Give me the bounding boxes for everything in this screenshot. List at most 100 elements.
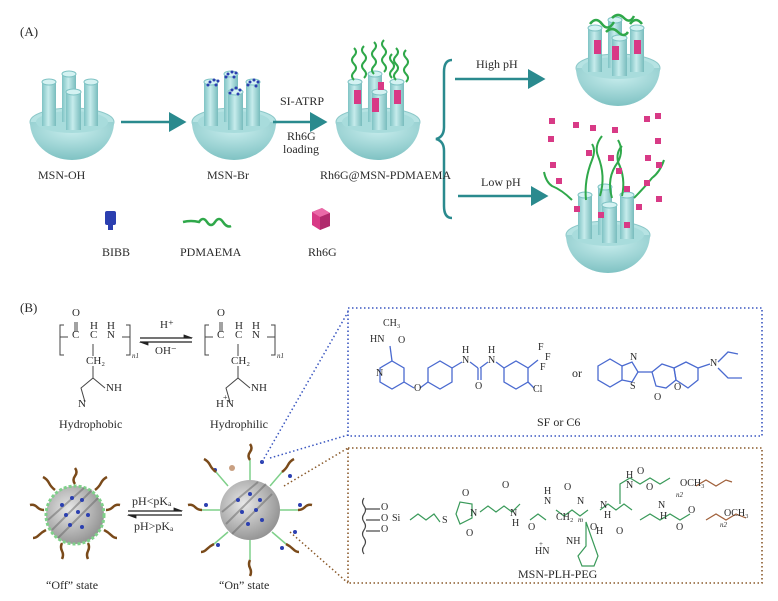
atom-h-plus: H <box>216 398 224 410</box>
legend-label-bibb: BIBB <box>102 245 131 259</box>
ph-equilibrium-arrows <box>126 507 184 519</box>
atom-n: N <box>626 480 634 491</box>
atom-h: H <box>252 320 260 332</box>
atom-s: S <box>442 515 448 526</box>
repeat-subscript: n1 <box>132 352 139 360</box>
rh6g-loading-line2: loading <box>283 142 319 156</box>
polymer-box-border <box>347 447 763 584</box>
atom-o: O <box>466 528 474 539</box>
atom-n: N <box>630 352 638 363</box>
atom-n: N <box>252 329 260 341</box>
atom-n: N <box>107 329 115 341</box>
atom-cl: Cl <box>533 384 543 395</box>
released-dye-cubes <box>548 113 662 228</box>
atom-f: F <box>540 362 546 373</box>
atom-n-ring: N <box>78 398 86 410</box>
atom-o: O <box>688 505 696 516</box>
group-och3: OCH₃ <box>680 478 705 489</box>
drug-box-border <box>347 307 763 437</box>
atom-o-ether: O <box>414 383 422 394</box>
atom-o: O <box>398 335 406 346</box>
monomer-right-structure <box>204 322 276 403</box>
panel-b-tag: (B) <box>20 300 38 315</box>
stage-label-msn-br: MSN-Br <box>207 168 250 182</box>
legend-label-rh6g: Rh6G <box>308 245 337 259</box>
atom-nh: NH <box>106 382 122 394</box>
atom-n: N <box>544 496 552 507</box>
sorafenib-structure <box>379 345 539 390</box>
atom-n: N <box>462 355 470 366</box>
low-ph-label: Low pH <box>481 175 521 189</box>
zoom-connectors <box>261 311 349 584</box>
atom-o: O <box>381 524 389 535</box>
plus-charge: + <box>539 540 543 548</box>
bibb-initiator-icon <box>105 211 116 230</box>
rh6g-loading-line1: Rh6G <box>287 129 316 143</box>
rh6g-msn-pdmaema-particle <box>335 39 421 161</box>
atom-nh: NH <box>566 536 581 547</box>
atom-nh: NH <box>251 382 267 394</box>
atom-h: H <box>604 510 612 521</box>
group-ch2: CH₂ <box>231 355 251 367</box>
atom-f: F <box>538 342 544 353</box>
equilibrium-bottom-label: OH⁻ <box>155 345 177 357</box>
atom-h: H <box>660 511 668 522</box>
atom-h: H <box>235 320 243 332</box>
high-ph-particle <box>575 13 661 107</box>
atom-o: O <box>676 522 684 533</box>
off-state-nanoparticle <box>29 467 121 560</box>
atom-o: O <box>637 466 645 477</box>
si-atrp-label: SI-ATRP <box>280 94 325 108</box>
atom-o: O <box>564 482 572 493</box>
atom-h: H <box>107 320 115 332</box>
atom-hn: HN <box>370 334 385 345</box>
atom-o-urea: O <box>475 381 483 392</box>
plus-charge: + <box>223 393 228 402</box>
atom-c: C <box>217 329 225 341</box>
atom-o: O <box>217 307 225 319</box>
atom-o: O <box>72 307 80 319</box>
group-ch2: CH₂ <box>556 512 574 523</box>
atom-n-diethyl: N <box>710 358 718 369</box>
atom-h: H <box>544 486 552 497</box>
msn-plh-peg-label: MSN-PLH-PEG <box>518 567 598 581</box>
atom-o-ring: O <box>674 382 682 393</box>
on-state-label: “On” state <box>219 578 270 592</box>
atom-h: H <box>596 526 604 537</box>
atom-h: H <box>626 470 634 481</box>
panel-a-tag: (A) <box>20 24 39 39</box>
atom-n-maleimide: N <box>470 508 478 519</box>
atom-o: O <box>462 488 470 499</box>
repeat-n2: n2 <box>720 521 727 529</box>
atom-c: C <box>235 329 243 341</box>
atom-n: N <box>600 500 608 511</box>
ph-below-pka-label: pH<pKₐ <box>132 494 172 508</box>
atom-n-pyridine: N <box>376 368 384 379</box>
atom-ch3: CH₃ <box>383 318 401 329</box>
atom-s: S <box>630 381 636 392</box>
branch-brace <box>435 58 453 220</box>
stage-label-msn-oh: MSN-OH <box>38 168 86 182</box>
coumarin6-structure <box>597 351 742 389</box>
msn-br-particle <box>191 70 277 161</box>
atom-f: F <box>545 352 551 363</box>
on-state-nanoparticle <box>187 443 313 577</box>
atom-o: O <box>616 526 624 537</box>
hydrophilic-label: Hydrophilic <box>210 417 268 431</box>
hydrophobic-label: Hydrophobic <box>59 417 123 431</box>
stage-label-rh6g-msn-pdmaema: Rh6G@MSN-PDMAEMA <box>320 168 452 182</box>
atom-hn: HN <box>535 546 550 557</box>
repeat-m: m <box>578 516 584 524</box>
ph-above-pka-label: pH>pKₐ <box>134 519 174 533</box>
atom-h: H <box>90 320 98 332</box>
atom-o: O <box>528 522 536 533</box>
off-state-label: “Off” state <box>46 578 99 592</box>
sf-or-c6-label: SF or C6 <box>537 415 581 429</box>
atom-o: O <box>590 522 598 533</box>
monomer-left-structure <box>59 322 131 403</box>
atom-o: O <box>381 513 389 524</box>
msn-plh-peg-structure <box>361 477 747 567</box>
or-label: or <box>572 366 582 380</box>
equilibrium-arrows <box>138 334 194 346</box>
low-ph-particle <box>543 113 665 274</box>
